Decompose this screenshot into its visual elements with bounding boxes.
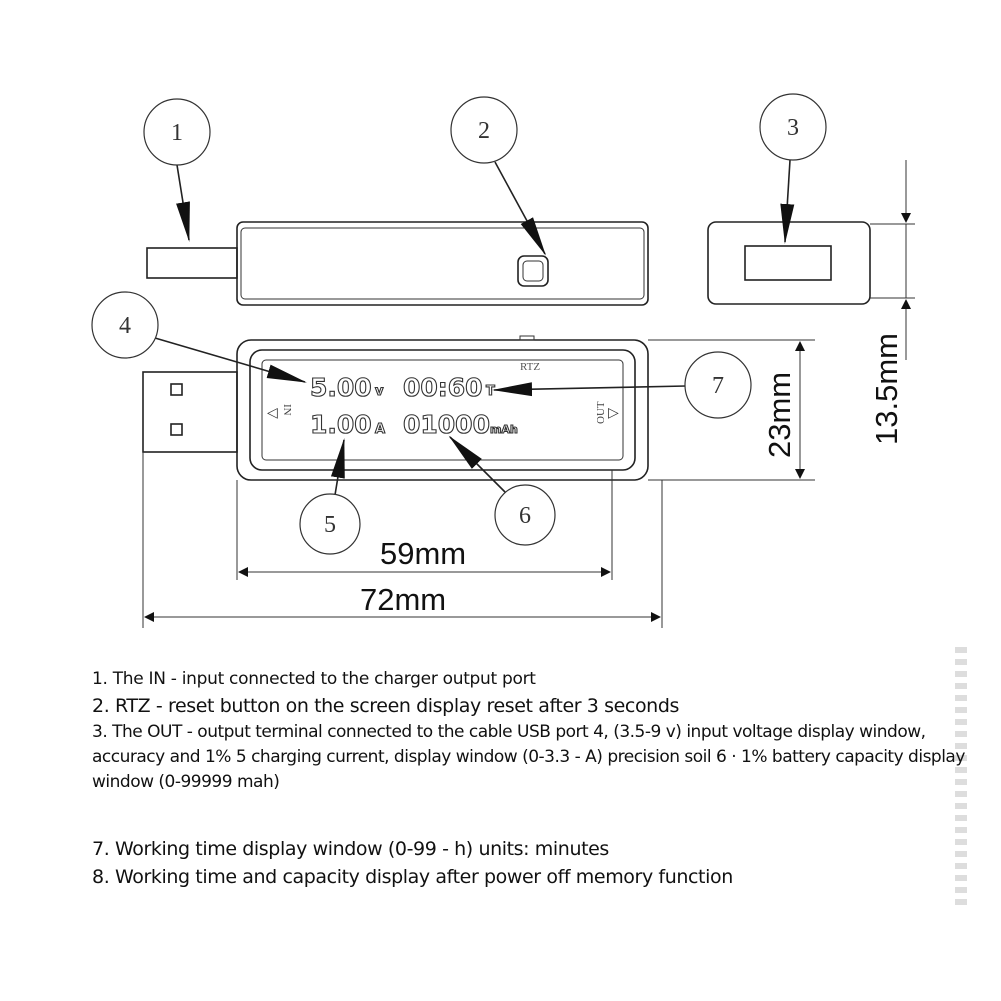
top-view [146, 221, 649, 306]
current-unit: A [375, 422, 385, 437]
svg-text:2: 2 [478, 118, 490, 144]
svg-text:1: 1 [171, 120, 183, 146]
time-unit: T [486, 384, 495, 399]
in-arrow-icon: ◁ [267, 404, 278, 420]
capacity-unit: mAh [490, 423, 518, 436]
out-arrow-icon: ▷ [608, 404, 619, 420]
dimension-23mm: 23mm [762, 372, 797, 458]
note-7: 7. Working time display window (0-99 - h… [92, 838, 609, 860]
callout-7: 7 [492, 351, 752, 419]
svg-text:6: 6 [519, 503, 531, 529]
dimension-59mm: 59mm [380, 536, 466, 571]
note-8: 8. Working time and capacity display aft… [92, 866, 733, 888]
note-3: 3. The OUT - output terminal connected t… [92, 722, 965, 792]
note-1: 1. The IN - input connected to the charg… [92, 669, 536, 689]
callout-6: 6 [448, 435, 556, 546]
callout-5: 5 [299, 438, 361, 555]
dimension-72mm: 72mm [360, 582, 446, 617]
front-view: RTZ ◁ IN OUT ▷ 5.00 v 00:60 T 1.00 A 010… [142, 335, 815, 628]
rtz-label: RTZ [520, 361, 540, 373]
transparency-edge [955, 645, 967, 905]
rtz-button [517, 255, 549, 287]
out-label: OUT [595, 401, 607, 424]
svg-text:3: 3 [787, 115, 799, 141]
voltage-unit: v [375, 384, 384, 399]
svg-text:5: 5 [324, 512, 336, 538]
in-label: IN [281, 404, 293, 416]
svg-text:4: 4 [119, 313, 131, 339]
capacity-value: 01000 [403, 410, 490, 439]
feature-notes: 1. The IN - input connected to the charg… [92, 666, 972, 891]
current-value: 1.00 [310, 410, 372, 439]
callout-4: 4 [91, 291, 307, 383]
device-drawing: 13.5mm RTZ ◁ IN OUT ▷ 5.00 v 00:60 T 1.0… [91, 93, 915, 628]
voltage-value: 5.00 [310, 373, 372, 402]
note-2: 2. RTZ - reset button on the screen disp… [92, 695, 679, 717]
callout-3: 3 [759, 93, 827, 244]
callout-2: 2 [450, 96, 546, 256]
callout-1: 1 [143, 98, 211, 242]
dimension-13-5mm: 13.5mm [869, 333, 904, 445]
svg-text:7: 7 [712, 373, 724, 399]
time-value: 00:60 [403, 373, 483, 402]
